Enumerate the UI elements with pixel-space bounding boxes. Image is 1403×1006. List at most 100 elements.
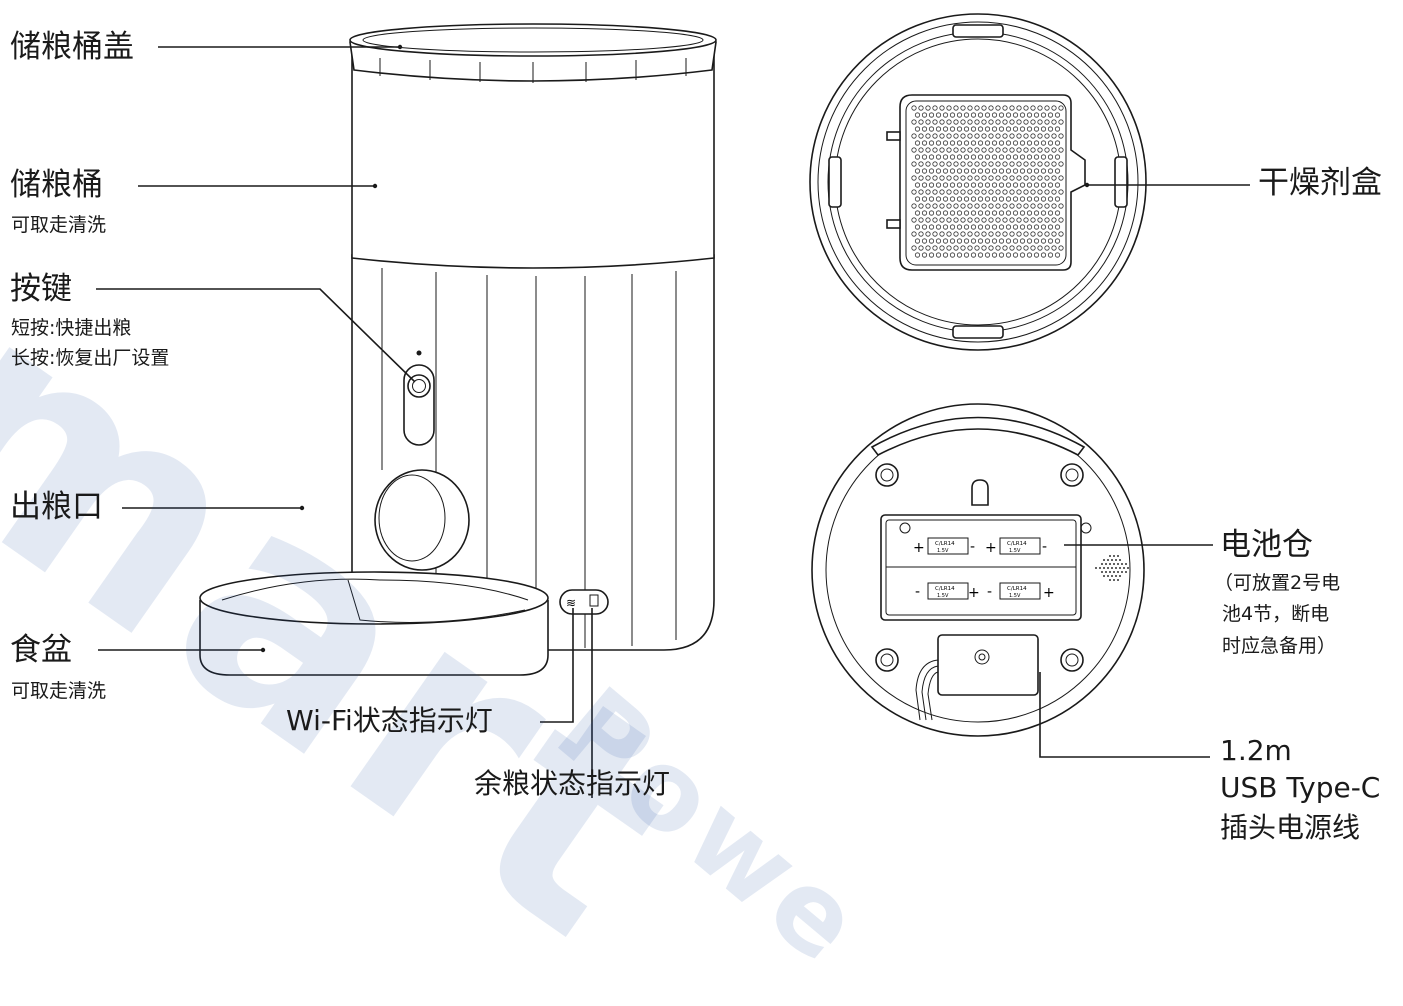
vent-hole (1047, 252, 1054, 258)
vent-hole (977, 182, 984, 188)
vent-hole (991, 140, 998, 146)
vent-hole (960, 119, 966, 125)
vent-hole (991, 210, 998, 216)
vent-hole (1037, 231, 1043, 237)
vent-hole (974, 203, 980, 209)
vent-hole (911, 203, 917, 209)
vent-hole (942, 210, 949, 216)
vent-hole (998, 224, 1005, 230)
vent-hole (1016, 147, 1022, 153)
vent-hole (939, 231, 945, 237)
vent-hole (984, 196, 991, 202)
vent-hole (928, 112, 935, 118)
vent-hole (984, 140, 991, 146)
vent-hole (1016, 189, 1022, 195)
speaker-hole (1113, 579, 1115, 581)
vent-hole (967, 133, 973, 139)
vent-hole (939, 245, 945, 251)
vent-hole (977, 210, 984, 216)
vent-hole (1044, 175, 1050, 181)
vent-hole (1033, 252, 1040, 258)
vent-hole (1012, 252, 1019, 258)
vent-hole (1058, 203, 1064, 209)
vent-hole (967, 119, 973, 125)
vent-hole (1044, 189, 1050, 195)
bottom-view: C/LR14 1.5V + - C/LR14 1.5V + - C/LR14 1… (811, 403, 1145, 737)
vent-hole (942, 154, 949, 160)
vent-hole (1002, 119, 1008, 125)
vent-hole (942, 182, 949, 188)
vent-hole (1012, 224, 1019, 230)
label-desiccant: 干燥剂盒 (1258, 165, 1382, 201)
vent-hole (974, 231, 980, 237)
speaker-hole (1101, 571, 1103, 573)
vent-hole (1051, 133, 1057, 139)
speaker-hole (1107, 575, 1109, 577)
vent-hole (960, 231, 966, 237)
vent-hole (998, 168, 1005, 174)
vent-hole (1047, 126, 1054, 132)
vent-hole (914, 140, 921, 146)
vent-hole (1009, 203, 1015, 209)
vent-hole (956, 154, 963, 160)
vent-hole (963, 112, 970, 118)
vent-hole (988, 147, 994, 153)
vent-hole (911, 189, 917, 195)
vent-hole (956, 210, 963, 216)
label-wifi-light: Wi-Fi状态指示灯 (286, 704, 493, 737)
speaker-hole (1115, 559, 1117, 561)
vent-hole (974, 133, 980, 139)
speaker-hole (1105, 571, 1107, 573)
vent-hole (1058, 217, 1064, 223)
vent-hole (949, 238, 956, 244)
vent-hole (1033, 154, 1040, 160)
vent-hole (1033, 210, 1040, 216)
vent-hole (946, 175, 952, 181)
vent-hole (946, 105, 952, 111)
vent-hole (949, 168, 956, 174)
speaker-hole (1117, 571, 1119, 573)
vent-hole (921, 126, 928, 132)
vent-hole (956, 126, 963, 132)
vent-hole (932, 203, 938, 209)
vent-hole (921, 182, 928, 188)
vent-hole (1058, 133, 1064, 139)
vent-hole (967, 189, 973, 195)
vent-hole (984, 112, 991, 118)
vent-hole (960, 217, 966, 223)
vent-hole (1051, 231, 1057, 237)
label-button: 按键 (10, 271, 72, 307)
feeder-body: ≋ (351, 54, 715, 651)
vent-hole (942, 224, 949, 230)
vent-hole (963, 168, 970, 174)
vent-hole (981, 203, 987, 209)
vent-hole (1044, 133, 1050, 139)
vent-hole (995, 245, 1001, 251)
vent-hole (1019, 210, 1026, 216)
vent-hole (932, 217, 938, 223)
vent-hole (1058, 147, 1064, 153)
speaker-hole (1109, 571, 1111, 573)
vent-hole (925, 133, 931, 139)
vent-hole (1016, 133, 1022, 139)
vent-hole (1051, 203, 1057, 209)
vent-hole (942, 196, 949, 202)
speaker-hole (1109, 563, 1111, 565)
vent-hole (921, 224, 928, 230)
vent-hole (960, 105, 966, 111)
vent-hole (1019, 196, 1026, 202)
vent-hole (974, 217, 980, 223)
vent-hole (921, 140, 928, 146)
speaker-hole (1113, 563, 1115, 565)
vent-hole (932, 133, 938, 139)
vent-hole (977, 238, 984, 244)
vent-hole (1037, 203, 1043, 209)
label-bucket-note: 可取走清洗 (11, 214, 107, 236)
label-button-long: 长按:恢复出厂设置 (11, 347, 170, 369)
vent-hole (914, 154, 921, 160)
vent-hole (981, 133, 987, 139)
speaker-hole (1099, 567, 1101, 569)
vent-hole (967, 147, 973, 153)
vent-hole (1026, 112, 1033, 118)
vent-hole (1012, 168, 1019, 174)
